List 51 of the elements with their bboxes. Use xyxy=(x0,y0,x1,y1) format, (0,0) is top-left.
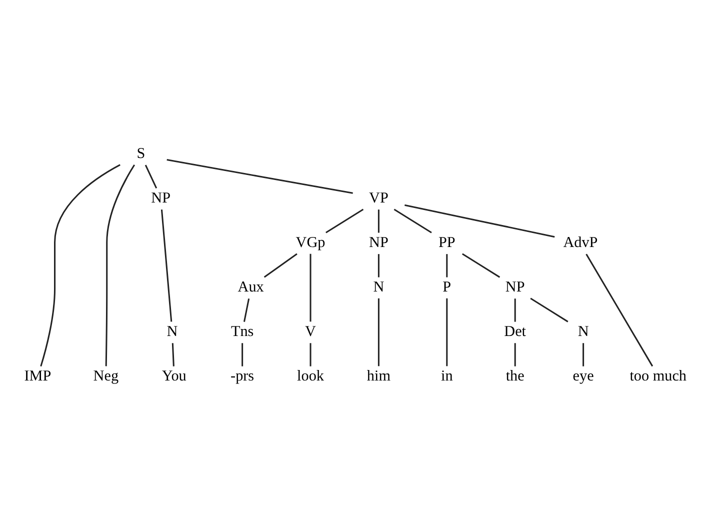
node-text: Det xyxy=(504,322,526,340)
node-text: V xyxy=(305,322,316,340)
connector xyxy=(264,252,298,278)
node-text: -prs xyxy=(230,366,254,384)
connector xyxy=(172,342,174,366)
node-text: AdvP xyxy=(563,233,598,250)
connector xyxy=(514,342,516,366)
node-text: IMP xyxy=(24,366,52,384)
connector xyxy=(160,209,172,322)
node-text: NP xyxy=(151,188,171,206)
connector xyxy=(446,298,448,366)
connector xyxy=(514,298,516,322)
node-text: VP xyxy=(369,188,388,206)
node-text: in xyxy=(441,366,453,384)
node-text: N xyxy=(373,278,384,295)
connector xyxy=(242,342,244,366)
node-text: the xyxy=(506,366,524,384)
node-text: too much xyxy=(630,366,687,384)
connector xyxy=(530,297,568,322)
connector xyxy=(144,164,158,188)
node-text: Tns xyxy=(230,322,254,340)
node-text: NP xyxy=(505,278,525,295)
node-text: Aux xyxy=(238,278,264,295)
connector xyxy=(310,342,312,366)
connector xyxy=(378,254,380,277)
connector xyxy=(310,253,312,322)
connector xyxy=(446,254,448,277)
connector xyxy=(243,298,250,322)
node-text: look xyxy=(297,366,324,384)
connector xyxy=(166,158,353,194)
connector xyxy=(582,342,584,366)
node-text: N xyxy=(578,322,589,340)
node-text: S xyxy=(136,144,146,162)
node-text: You xyxy=(162,366,186,384)
node-text: VGp xyxy=(296,233,326,250)
connector xyxy=(394,208,432,233)
node-text: eye xyxy=(572,366,594,384)
connector xyxy=(105,164,136,366)
connector xyxy=(462,252,500,278)
connector xyxy=(326,208,364,233)
node-text: him xyxy=(366,366,390,384)
node-text: N xyxy=(166,322,178,340)
connector xyxy=(378,209,380,232)
connector xyxy=(404,204,555,238)
node-text: Neg xyxy=(93,366,119,384)
connector xyxy=(378,298,380,366)
node-text: PP xyxy=(438,233,456,250)
connector xyxy=(586,253,654,366)
connector xyxy=(40,164,120,366)
node-text: NP xyxy=(369,233,388,250)
node-text: P xyxy=(442,278,452,295)
